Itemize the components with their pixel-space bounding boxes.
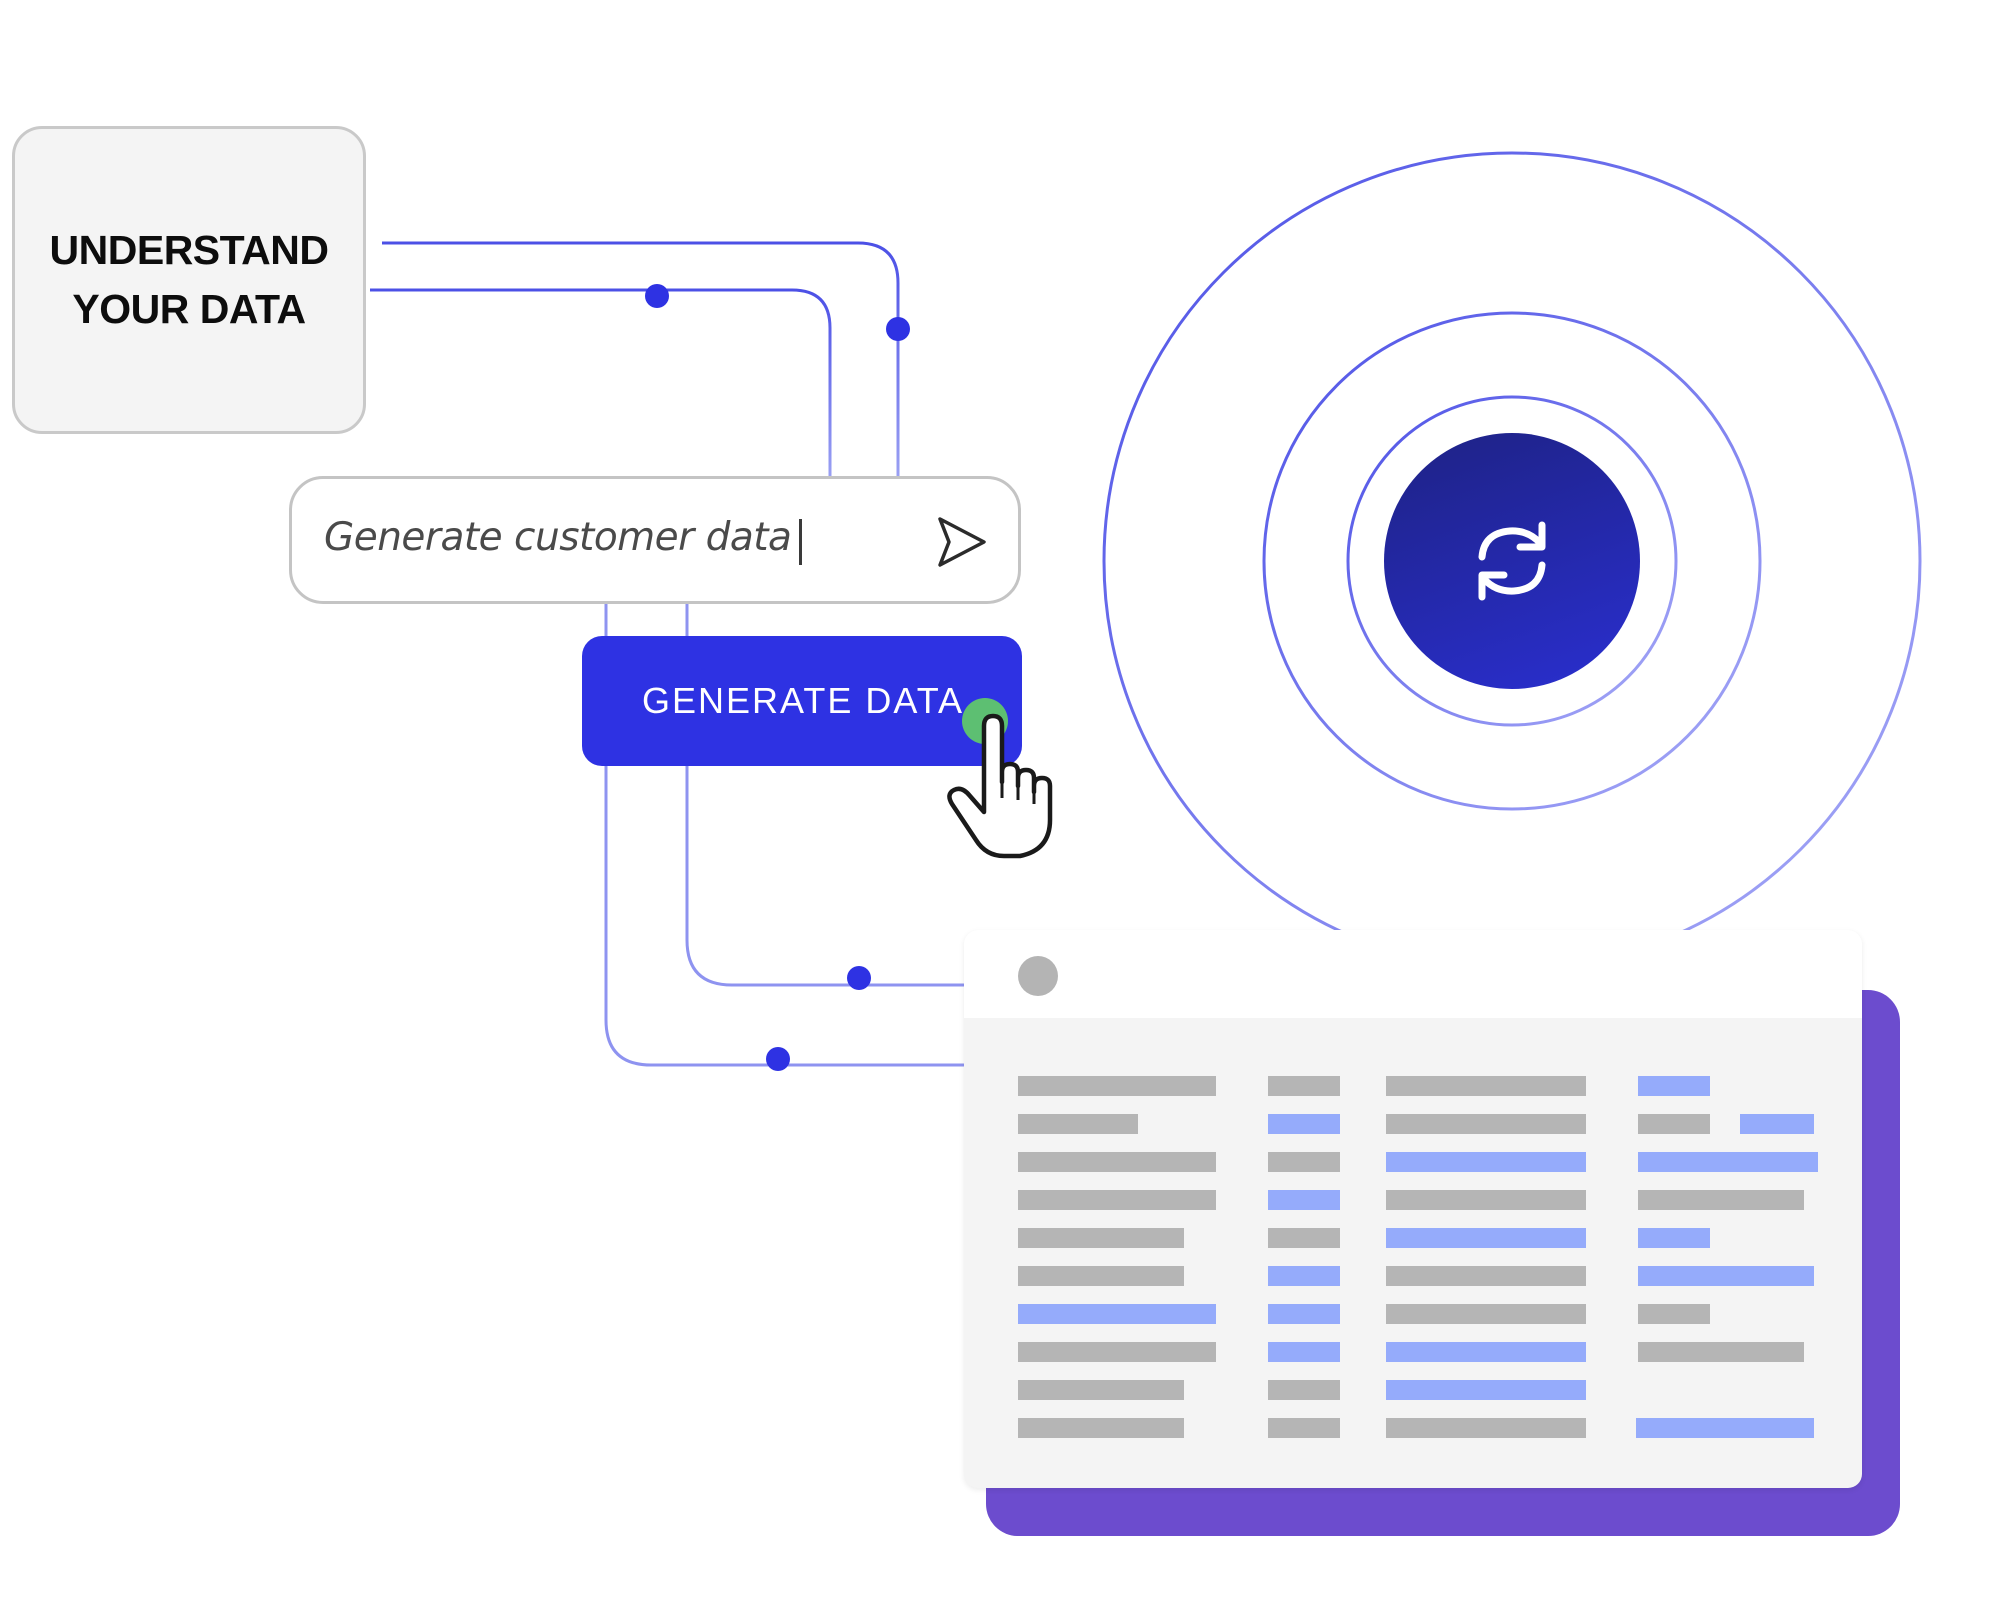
sync-button[interactable]: [1384, 433, 1640, 689]
table-cell-highlight: [1638, 1152, 1818, 1172]
table-cell-placeholder: [1018, 1266, 1184, 1286]
table-cell-highlight: [1638, 1076, 1710, 1096]
data-table-window: [964, 930, 1862, 1488]
wire-second: [370, 288, 832, 478]
table-cell-highlight: [1386, 1228, 1586, 1248]
table-cell-placeholder: [1386, 1076, 1586, 1096]
table-cell-placeholder: [1268, 1418, 1340, 1438]
table-cell-placeholder: [1018, 1228, 1184, 1248]
table-cell-placeholder: [1638, 1304, 1710, 1324]
table-cell-placeholder: [1018, 1380, 1184, 1400]
table-cell-placeholder: [1638, 1190, 1804, 1210]
card-title-line1: UNDERSTAND: [49, 227, 329, 273]
table-cell-placeholder: [1638, 1342, 1804, 1362]
middle-ring: [1262, 311, 1762, 811]
table-cell-highlight: [1268, 1190, 1340, 1210]
generate-button-label: GENERATE DATA: [642, 680, 965, 721]
text-caret: [799, 519, 802, 565]
table-window-header: [964, 930, 1862, 1018]
wire-node: [766, 1047, 790, 1071]
table-cell-highlight: [1740, 1114, 1814, 1134]
wire-lower-inner: [685, 604, 966, 987]
table-cell-highlight: [1386, 1342, 1586, 1362]
table-cell-placeholder: [1018, 1190, 1216, 1210]
table-cell-highlight: [1386, 1380, 1586, 1400]
table-cell-highlight: [1268, 1114, 1340, 1134]
table-cell-highlight: [1638, 1266, 1814, 1286]
generate-data-button[interactable]: GENERATE DATA: [582, 636, 1022, 766]
table-cell-placeholder: [1386, 1190, 1586, 1210]
table-cell-placeholder: [1018, 1342, 1216, 1362]
inner-ring: [1346, 395, 1678, 727]
table-cell-highlight: [1268, 1342, 1340, 1362]
table-cell-highlight: [1268, 1266, 1340, 1286]
table-cell-placeholder: [1018, 1076, 1216, 1096]
wire-node: [645, 284, 669, 308]
table-cell-placeholder: [1268, 1076, 1340, 1096]
table-cell-placeholder: [1018, 1418, 1184, 1438]
table-cell-placeholder: [1638, 1114, 1710, 1134]
wire-top: [382, 241, 900, 478]
table-cell-highlight: [1018, 1304, 1216, 1324]
table-cell-placeholder: [1386, 1266, 1586, 1286]
table-cell-placeholder: [1386, 1304, 1586, 1324]
table-cell-highlight: [1386, 1152, 1586, 1172]
table-cell-highlight: [1268, 1304, 1340, 1324]
card-title-line2: YOUR DATA: [72, 286, 306, 332]
understand-data-card: UNDERSTAND YOUR DATA: [12, 126, 366, 434]
table-cell-placeholder: [1268, 1152, 1340, 1172]
prompt-input[interactable]: Generate customer data: [289, 476, 1021, 604]
wire-node: [847, 966, 871, 990]
wire-lower-outer: [604, 604, 966, 1067]
table-cell-placeholder: [1018, 1114, 1138, 1134]
hand-pointer-icon: [947, 713, 1053, 859]
window-control-dot: [1018, 956, 1058, 996]
table-cell-highlight: [1638, 1228, 1710, 1248]
send-arrow-icon[interactable]: [932, 513, 990, 571]
table-cell-placeholder: [1268, 1380, 1340, 1400]
table-cell-highlight: [1636, 1418, 1814, 1438]
table-cell-placeholder: [1386, 1114, 1586, 1134]
prompt-text: Generate customer data: [324, 515, 792, 560]
wire-node: [886, 317, 910, 341]
refresh-sync-icon: [1478, 521, 1546, 601]
table-cell-placeholder: [1018, 1152, 1216, 1172]
table-cell-placeholder: [1268, 1228, 1340, 1248]
table-cell-placeholder: [1386, 1418, 1586, 1438]
